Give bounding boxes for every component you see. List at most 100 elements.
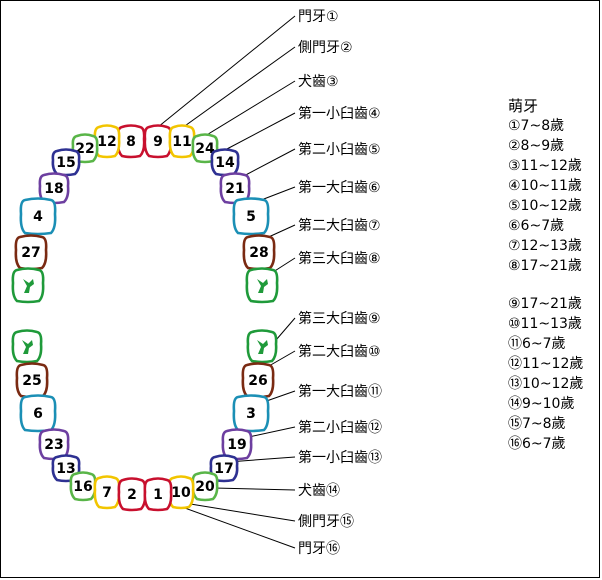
root-icon xyxy=(23,279,34,293)
tooth-outline xyxy=(38,172,70,205)
legend-item: ⑧17~21歲 xyxy=(508,258,582,274)
tooth-number: 9 xyxy=(153,134,163,150)
tooth-number: 14 xyxy=(215,155,235,171)
tooth-lateral: 12 xyxy=(93,124,121,159)
legend-item: ⑦12~13歲 xyxy=(508,238,582,254)
tooth-number: 4 xyxy=(33,209,43,225)
tooth-outline xyxy=(117,477,147,512)
tooth-label: 犬齒③ xyxy=(298,74,339,90)
legend-item: ④10~11歲 xyxy=(508,178,582,194)
tooth-label: 第二小臼齒⑫ xyxy=(298,419,382,436)
tooth-premolar1: 15 xyxy=(51,148,81,177)
leader-line xyxy=(204,80,296,137)
legend-item: ⑨17~21歲 xyxy=(508,296,582,312)
tooth-number: 20 xyxy=(195,479,215,495)
tooth-labels: 門牙①側門牙②犬齒③第一小臼齒④第二小臼齒⑤第一大臼齒⑥第二大臼齒⑦第三大臼齒⑧… xyxy=(298,9,382,557)
tooth-outline xyxy=(143,124,173,159)
tooth-number: 23 xyxy=(44,437,63,453)
tooth-premolar2: 23 xyxy=(38,428,70,461)
tooth-lateral: 7 xyxy=(93,475,121,510)
tooth-number: 8 xyxy=(126,134,136,150)
tooth-molar2: 28 xyxy=(242,234,276,271)
tooth-incisor: 9 xyxy=(143,124,173,159)
legend: 萌牙 ①7~8歲 ②8~9歲 ③11~12歲 ④10~11歲 ⑤10~12歲 ⑥… xyxy=(508,96,583,454)
tooth-incisor: 2 xyxy=(117,477,147,512)
root-icon xyxy=(257,279,268,293)
tooth-number: 19 xyxy=(227,437,246,453)
legend-item: ⑤10~12歲 xyxy=(508,198,582,214)
legend-item: ⑥6~7歲 xyxy=(508,218,565,234)
tooth-premolar2: 18 xyxy=(38,172,70,205)
tooth-incisor: 8 xyxy=(116,124,146,159)
tooth-label: 第一小臼齒⑬ xyxy=(298,449,382,466)
tooth-number: 28 xyxy=(249,245,268,261)
legend-item: ②8~9歲 xyxy=(508,138,565,154)
legend-group-2: ⑨17~21歲 ⑩11~13歲 ⑪6~7歲 ⑫11~12歲 ⑬10~12歲 ⑭9… xyxy=(508,294,583,454)
tooth-label: 第一大臼齒⑪ xyxy=(298,383,382,400)
legend-item: ⑬10~12歲 xyxy=(508,376,584,392)
tooth-number: 26 xyxy=(248,373,267,389)
tooth-molar2: 26 xyxy=(241,362,275,399)
tooth-number: 15 xyxy=(56,155,75,171)
tooth-outline xyxy=(19,197,57,236)
tooth-label: 門牙① xyxy=(298,9,339,25)
tooth-outline xyxy=(209,454,239,483)
leader-line xyxy=(213,487,296,491)
legend-item: ⑩11~13歲 xyxy=(508,316,582,332)
tooth-number: 13 xyxy=(56,461,75,477)
legend-item: ⑫11~12歲 xyxy=(508,356,584,372)
tooth-label: 第二大臼齒⑩ xyxy=(298,343,381,360)
tooth-label: 門牙⑯ xyxy=(298,541,340,557)
tooth-number: 18 xyxy=(44,181,63,197)
legend-item: ⑪6~7歲 xyxy=(508,336,566,352)
tooth-premolar2: 21 xyxy=(219,172,251,205)
tooth-lateral: 10 xyxy=(167,475,195,510)
tooth-outline xyxy=(168,124,196,159)
tooth-number: 17 xyxy=(214,461,233,477)
legend-item: ③11~12歲 xyxy=(508,158,582,174)
tooth-premolar1: 17 xyxy=(209,454,239,483)
tooth-lateral: 11 xyxy=(168,124,196,159)
tooth-number: 12 xyxy=(97,134,116,150)
tooth-label: 側門牙② xyxy=(298,40,353,56)
leader-line xyxy=(239,148,296,179)
tooth-number: 5 xyxy=(246,209,256,225)
legend-item: ⑮7~8歲 xyxy=(508,416,566,432)
tooth-molar2: 25 xyxy=(15,362,49,399)
tooth-outline xyxy=(93,475,121,510)
tooth-label: 第三大臼齒⑧ xyxy=(298,250,381,267)
tooth-molar1: 5 xyxy=(232,197,270,236)
tooth-number: 25 xyxy=(22,373,41,389)
tooth-molar1: 4 xyxy=(19,197,57,236)
tooth-outline xyxy=(143,477,173,512)
root-icon xyxy=(257,340,268,354)
tooth-number: 10 xyxy=(171,485,191,501)
tooth-incisor: 1 xyxy=(143,477,173,512)
tooth-premolar2: 19 xyxy=(221,428,253,461)
tooth-number: 1 xyxy=(153,487,163,503)
tooth-molar3 xyxy=(246,329,278,364)
tooth-outline xyxy=(51,148,81,177)
tooth-number: 27 xyxy=(21,245,40,261)
tooth-outline xyxy=(69,471,97,502)
tooth-number: 16 xyxy=(73,479,92,495)
tooth-number: 6 xyxy=(33,406,43,422)
tooth-outline xyxy=(14,234,48,271)
tooth-outline xyxy=(241,362,275,399)
tooth-number: 7 xyxy=(102,485,112,501)
tooth-label: 犬齒⑭ xyxy=(298,483,340,499)
tooth-outline xyxy=(232,197,270,236)
tooth-label: 第二大臼齒⑦ xyxy=(298,217,381,234)
root-icon xyxy=(22,340,33,354)
tooth-molar3 xyxy=(11,267,45,304)
leader-line xyxy=(157,15,296,128)
leader-line xyxy=(171,500,296,522)
tooth-molar1: 3 xyxy=(232,394,270,433)
leader-line xyxy=(227,456,296,463)
legend-title: 萌牙 xyxy=(508,97,539,115)
tooth-molar2: 27 xyxy=(14,234,48,271)
tooth-molar1: 6 xyxy=(19,394,57,433)
